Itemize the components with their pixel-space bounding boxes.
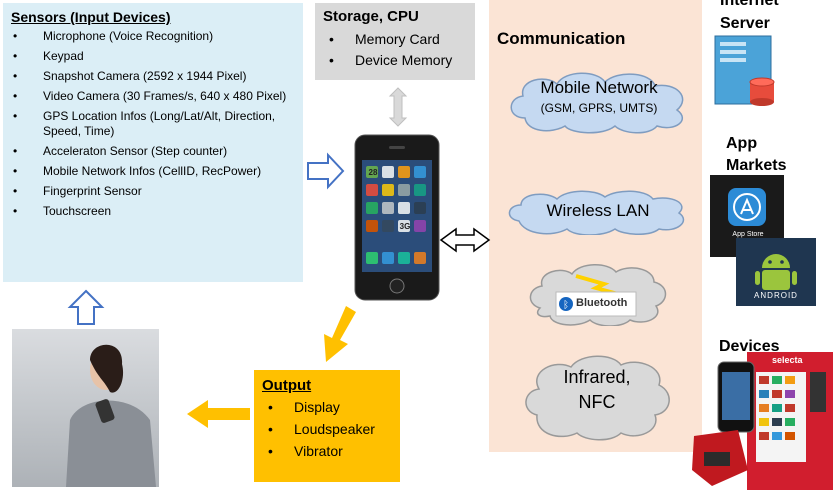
nfc-label: NFC	[578, 392, 616, 412]
output-list: Display Loudspeaker Vibrator	[262, 399, 392, 459]
vending-brand: selecta	[772, 355, 803, 365]
markets-label: Markets	[726, 157, 787, 174]
server-icon	[714, 35, 775, 106]
infrared-nfc-cloud: Infrared, NFC	[521, 353, 673, 441]
app-label: App	[726, 135, 758, 152]
person-to-sensors-arrow	[67, 289, 105, 325]
list-item: Mobile Network Infos (CellID, RecPower)	[11, 164, 295, 179]
list-item: Loudspeaker	[262, 421, 392, 437]
sensors-box: Sensors (Input Devices) Microphone (Voic…	[3, 3, 303, 282]
phone-to-output-arrow	[324, 306, 356, 362]
wireless-lan-cloud: Wireless LAN	[505, 189, 691, 236]
devices-label: Devices	[719, 338, 780, 355]
storage-double-arrow	[388, 87, 408, 127]
phone-3g-badge: 3G	[399, 222, 411, 231]
output-title: Output	[262, 377, 312, 394]
phone-communication-arrow	[439, 227, 491, 253]
devices-image	[692, 352, 833, 490]
output-box: Output Display Loudspeaker Vibrator	[254, 370, 400, 482]
list-item: Microphone (Voice Recognition)	[11, 29, 295, 44]
internet-label: Internet	[720, 0, 779, 9]
bluetooth-cloud: ᛒ Bluetooth	[526, 262, 670, 327]
communication-title: Communication	[497, 29, 626, 48]
list-item: Snapshot Camera (2592 x 1944 Pixel)	[11, 69, 295, 84]
sensors-title: Sensors (Input Devices)	[11, 9, 171, 25]
list-item: Keypad	[11, 49, 295, 64]
bluetooth-label: Bluetooth	[576, 297, 628, 309]
storage-list: Memory Card Device Memory	[323, 31, 467, 68]
mobile-network-cloud: Mobile Network (GSM, GPRS, UMTS)	[505, 68, 693, 134]
sensors-list: Microphone (Voice Recognition) Keypad Sn…	[11, 29, 295, 219]
app-store-label: App Store	[732, 231, 764, 238]
storage-box: Storage, CPU Memory Card Device Memory	[315, 3, 475, 80]
list-item: Video Camera (30 Frames/s, 640 x 480 Pix…	[11, 89, 295, 104]
list-item: Device Memory	[323, 52, 467, 68]
cloud-shape	[525, 355, 670, 441]
android-icon	[736, 238, 816, 306]
wireless-lan-label: Wireless LAN	[546, 201, 650, 220]
output-to-person-arrow	[187, 400, 250, 428]
smartphone-image	[354, 134, 440, 301]
storage-title: Storage, CPU	[323, 8, 419, 25]
mobile-network-subtitle: (GSM, GPRS, UMTS)	[540, 101, 658, 115]
mobile-network-title: Mobile Network	[540, 78, 658, 97]
sensors-to-phone-arrow	[307, 152, 345, 190]
infrared-label: Infrared,	[563, 367, 631, 387]
svg-text:ᛒ: ᛒ	[563, 300, 569, 311]
cloud-shape: ᛒ	[529, 264, 667, 327]
list-item: Display	[262, 399, 392, 415]
phone-date-badge: 28	[368, 168, 378, 177]
list-item: Vibrator	[262, 443, 392, 459]
list-item: Touchscreen	[11, 204, 295, 219]
list-item: Acceleraton Sensor (Step counter)	[11, 144, 295, 159]
android-label: ANDROID	[754, 291, 798, 300]
list-item: Fingerprint Sensor	[11, 184, 295, 199]
list-item: Memory Card	[323, 31, 467, 47]
server-label: Server	[720, 15, 770, 32]
person-photo	[12, 329, 159, 487]
cloud-shape	[510, 72, 684, 134]
list-item: GPS Location Infos (Long/Lat/Alt, Direct…	[11, 109, 295, 139]
